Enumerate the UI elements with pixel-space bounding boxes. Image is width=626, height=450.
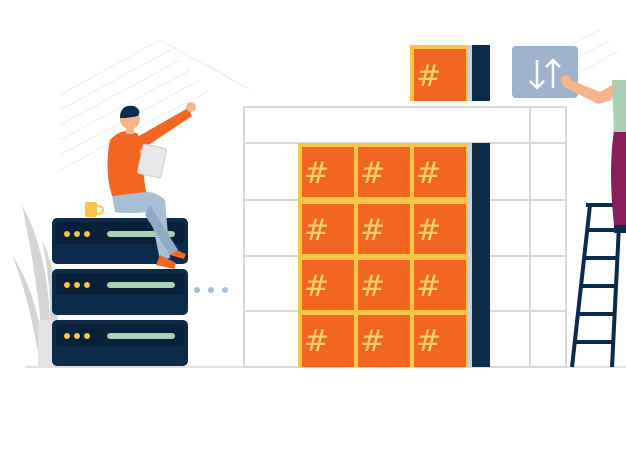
- lifted-cell: #: [410, 45, 490, 101]
- cell-glyph: #: [416, 59, 441, 94]
- coffee-mug-icon: [85, 202, 105, 217]
- hash-cell: #: [358, 204, 410, 254]
- cell-glyph: #: [304, 269, 329, 304]
- hash-cell: #: [414, 315, 466, 367]
- cell-glyph: #: [360, 269, 385, 304]
- cell-grid: # # # # # # # # # # # #: [298, 143, 470, 367]
- cell-glyph: #: [304, 213, 329, 248]
- dots-icon: [194, 287, 228, 293]
- cell-glyph: #: [360, 213, 385, 248]
- cell-glyph: #: [416, 269, 441, 304]
- cell-glyph: #: [416, 213, 441, 248]
- sitting-person: [107, 102, 196, 269]
- hash-cell: #: [302, 147, 354, 197]
- cell-glyph: #: [360, 156, 385, 191]
- tablet-icon: [137, 143, 167, 179]
- hash-cell: #: [358, 260, 410, 310]
- hash-cell: #: [302, 315, 354, 367]
- cell-glyph: #: [416, 156, 441, 191]
- hash-cell: #: [414, 204, 466, 254]
- sync-arrows-icon: [512, 46, 578, 98]
- hash-cell: #: [358, 147, 410, 197]
- hash-cell: #: [414, 147, 466, 197]
- cell-glyph: #: [360, 324, 385, 359]
- cell-glyph: #: [416, 324, 441, 359]
- cell-glyph: #: [304, 156, 329, 191]
- server-unit: [52, 320, 188, 366]
- hash-cell: #: [302, 204, 354, 254]
- cell-glyph: #: [304, 324, 329, 359]
- ladder: [570, 203, 626, 368]
- hash-cell: #: [414, 260, 466, 310]
- standing-person: [561, 75, 626, 233]
- hash-cell: #: [358, 315, 410, 367]
- navy-column: [468, 143, 490, 367]
- plant-icon: [12, 205, 58, 366]
- server-unit: [52, 269, 188, 315]
- hash-cell: #: [302, 260, 354, 310]
